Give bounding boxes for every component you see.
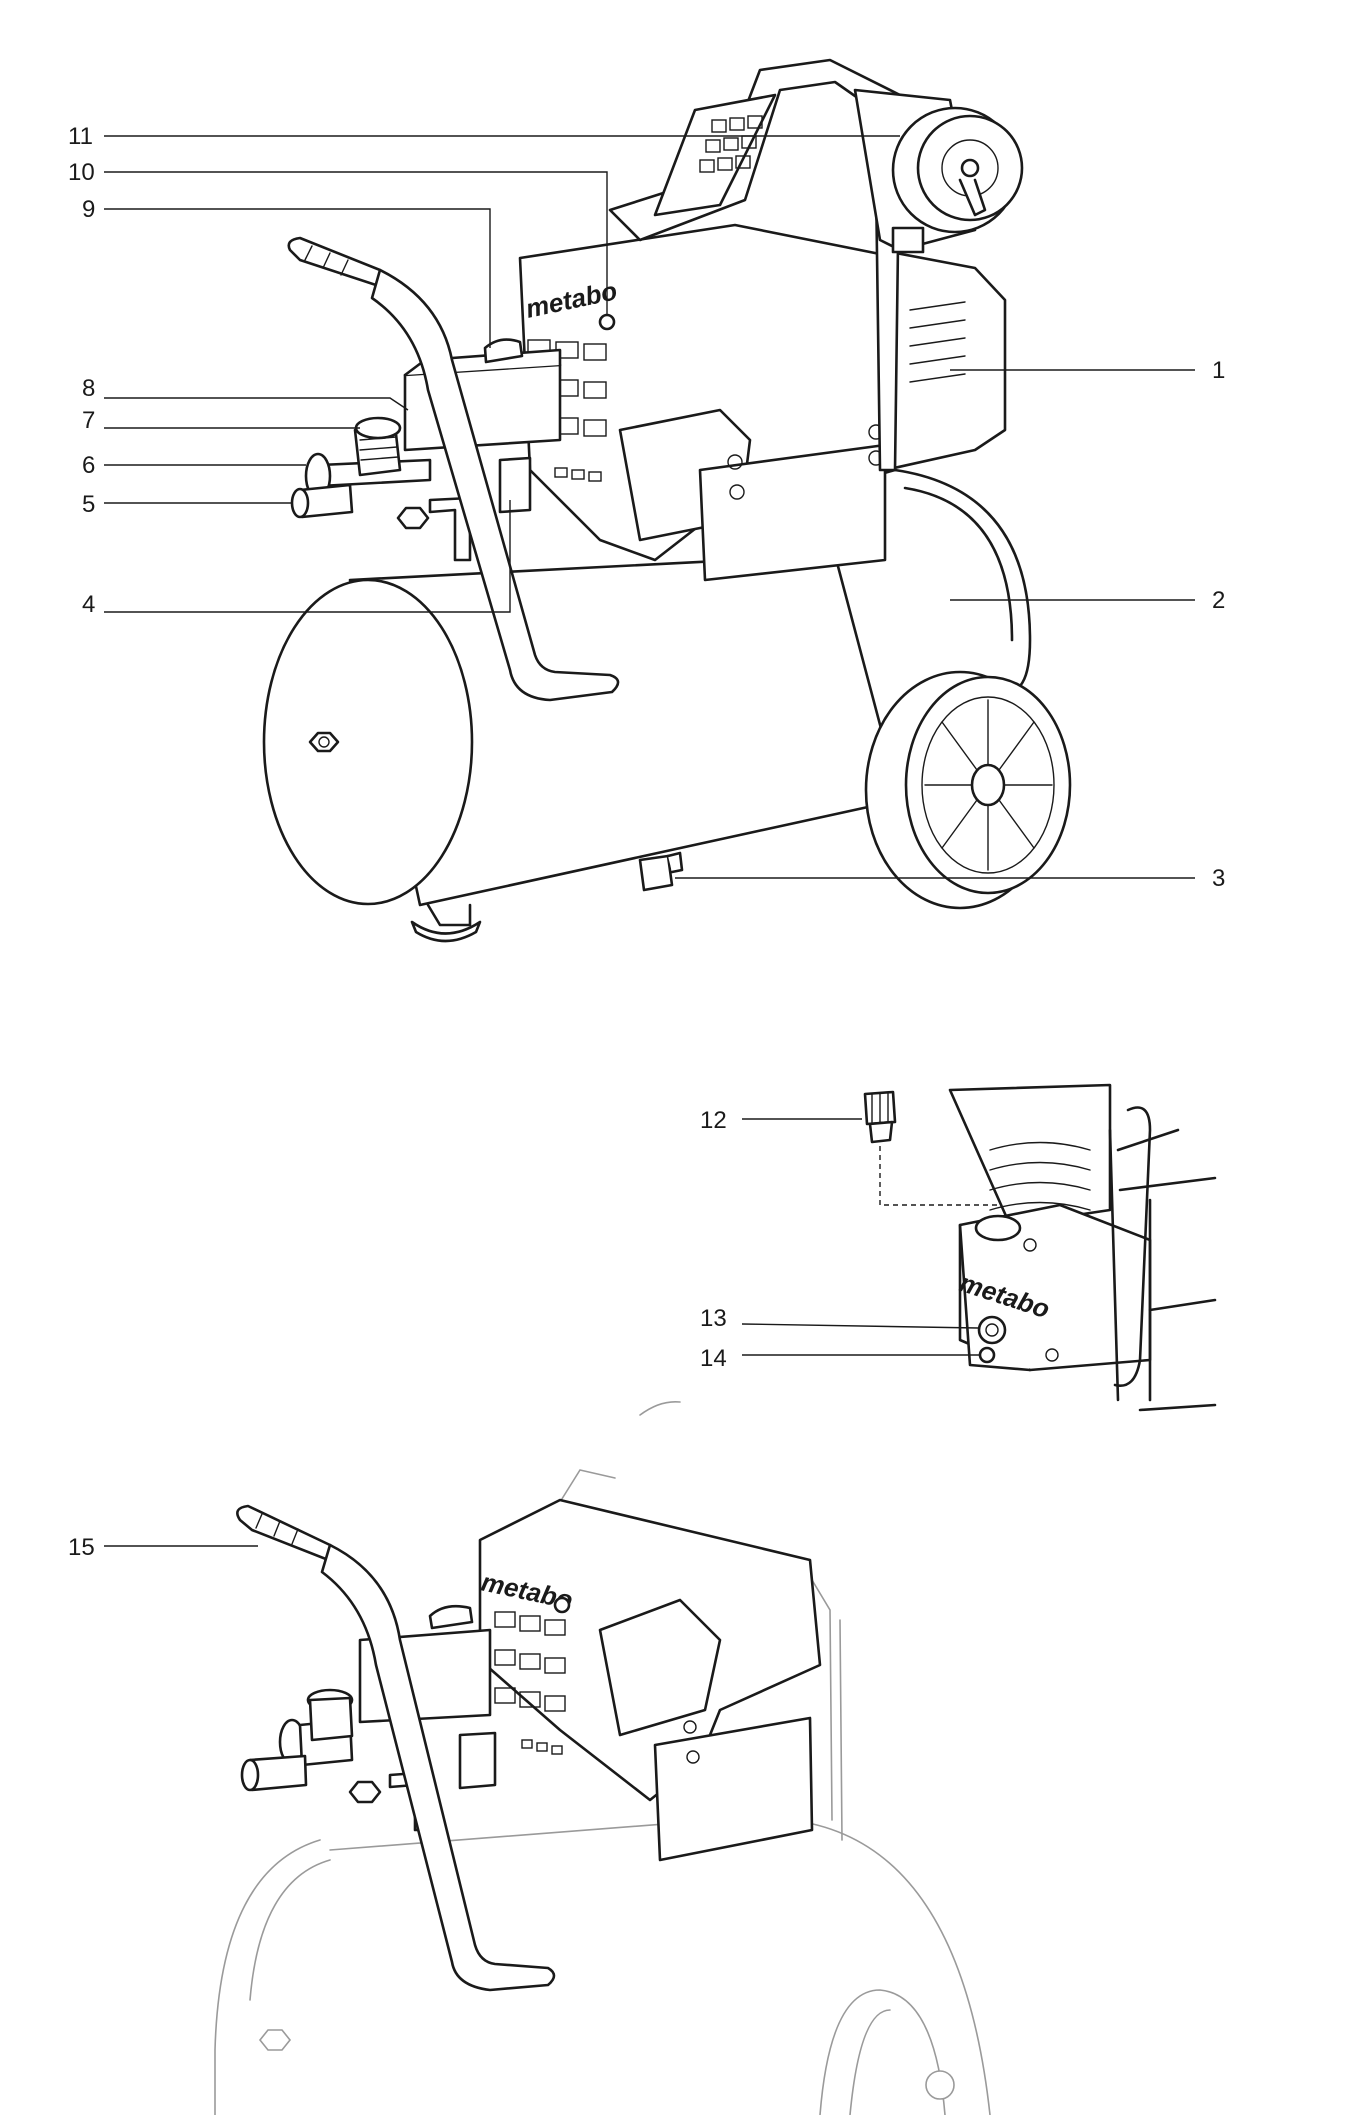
air-filter — [853, 88, 1024, 254]
callouts-detail: 12 13 14 — [700, 1107, 980, 1372]
push-handle — [287, 236, 620, 702]
tank-end-cap — [262, 578, 474, 906]
tank-foot — [410, 920, 482, 943]
motor-housing-partial: metabo — [478, 1498, 822, 1862]
callout-1: 1 — [1212, 357, 1225, 384]
indicator-10 — [598, 313, 616, 331]
push-handle-folded — [236, 1504, 556, 1992]
motor-cover-plate — [698, 443, 887, 582]
faded-background — [214, 1400, 991, 2115]
callout-9: 9 — [82, 196, 95, 223]
callout-13: 13 — [700, 1305, 727, 1332]
pressure-switch-handle — [240, 1604, 497, 1832]
oil-fill-plug — [863, 1090, 897, 1144]
air-tank — [262, 553, 902, 943]
callout-5: 5 — [82, 491, 95, 518]
pressure-regulator-7 — [354, 416, 402, 440]
cylinder-head-detail-view: metabo 12 13 14 — [700, 1083, 1217, 1412]
callout-10: 10 — [68, 159, 95, 186]
callout-2: 2 — [1212, 587, 1225, 614]
wheel — [864, 670, 1072, 910]
callouts-handle: 15 — [68, 1534, 258, 1561]
callout-8: 8 — [82, 375, 95, 402]
tank-bolt — [308, 731, 340, 753]
callout-14: 14 — [700, 1345, 727, 1372]
callout-12: 12 — [700, 1107, 727, 1134]
drain-screw-14 — [978, 1346, 996, 1364]
callout-15: 15 — [68, 1534, 95, 1561]
drain-valve — [638, 854, 674, 892]
outlet-13 — [977, 1315, 1007, 1345]
callout-4: 4 — [82, 591, 95, 618]
handle-view: metabo — [68, 1400, 991, 2115]
callout-6: 6 — [82, 452, 95, 479]
callout-11: 11 — [68, 123, 93, 150]
callouts-main: 11 10 9 8 7 6 5 4 1 2 3 — [68, 123, 1225, 892]
callout-3: 3 — [1212, 865, 1225, 892]
callout-7: 7 — [82, 407, 95, 434]
oil-plug-12 — [891, 226, 925, 254]
compressor-main-view: metabo — [68, 58, 1225, 943]
wheel-hub — [970, 763, 1006, 807]
safety-valve-4 — [498, 456, 532, 514]
motor-housing: metabo — [518, 223, 1007, 582]
motor-cover-plate-15 — [653, 1716, 814, 1862]
